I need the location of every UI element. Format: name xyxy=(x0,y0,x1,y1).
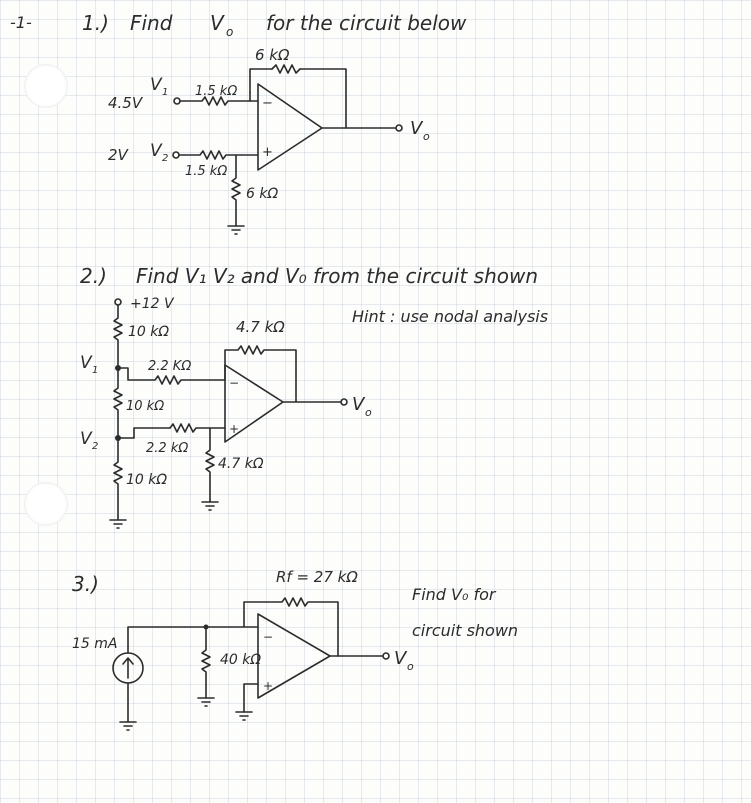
p3-output-name: V xyxy=(394,648,408,669)
p3-opamp xyxy=(257,613,331,699)
p2-rmid-resistor xyxy=(113,367,123,438)
p1-v1-source: 4.5V xyxy=(108,94,144,112)
p3-prompt-line1: Find V₀ for xyxy=(412,585,497,604)
p2-output-name: V xyxy=(352,394,366,415)
p1-opamp-minus-sign: − xyxy=(262,96,273,111)
p1-r2-resistor xyxy=(178,150,259,160)
problem-1-title-rest: for the circuit below xyxy=(266,11,467,35)
problem-3: 3.) Rf = 27 kΩ Find V₀ for circuit shown… xyxy=(72,568,518,731)
p3-source-top-wire xyxy=(127,626,259,654)
p2-v2-name: V xyxy=(80,429,93,449)
p2-rb-resistor xyxy=(169,423,226,433)
p2-rf-label: 4.7 kΩ xyxy=(236,318,285,336)
p3-output-terminal xyxy=(382,652,390,660)
p2-v2-subscript: 2 xyxy=(92,441,98,452)
p2-ground-left xyxy=(109,515,127,529)
p1-v2-source: 2V xyxy=(108,146,130,164)
p3-ground-mid xyxy=(197,697,215,707)
p1-v1-name: V xyxy=(150,75,163,95)
page-number: -1- xyxy=(10,13,32,32)
p3-opamp-minus-sign: − xyxy=(263,630,273,644)
p3-ground-left xyxy=(119,721,137,731)
p2-opamp xyxy=(224,364,284,443)
p2-supply-label: +12 V xyxy=(130,296,175,312)
p2-rg-resistor xyxy=(205,427,215,501)
p1-output-terminal xyxy=(395,124,403,132)
p2-output-terminal xyxy=(340,398,348,406)
p1-v1-terminal xyxy=(173,97,181,105)
p3-prompt-line2: circuit shown xyxy=(412,621,518,640)
p1-v1-subscript: 1 xyxy=(162,87,168,98)
p3-opamp-plus-sign: + xyxy=(263,679,273,693)
problem-2-number: 2.) xyxy=(80,264,107,288)
problem-3-number: 3.) xyxy=(72,572,99,596)
problem-1-number: 1.) xyxy=(82,11,109,35)
p1-rg-resistor xyxy=(231,154,241,227)
p3-r-label: 40 kΩ xyxy=(220,652,261,668)
p1-output-subscript: o xyxy=(423,130,430,143)
p1-inverting-node xyxy=(249,92,259,102)
p2-ra-label: 2.2 KΩ xyxy=(148,359,191,374)
p2-rb-label: 2.2 kΩ xyxy=(146,441,188,456)
p1-output-name: V xyxy=(410,118,424,139)
p3-output-subscript: o xyxy=(407,660,414,673)
p1-rf-wire-right xyxy=(299,68,347,129)
p1-v2-name: V xyxy=(150,141,163,161)
p2-supply-terminal xyxy=(114,298,122,306)
p1-rf-label: 6 kΩ xyxy=(255,46,290,64)
p3-source-label: 15 mA xyxy=(72,636,117,652)
problem-2-hint: Hint : use nodal analysis xyxy=(352,307,548,326)
p3-ground-right xyxy=(235,711,253,721)
p2-rbot-resistor xyxy=(113,437,123,517)
p1-rf-resistor xyxy=(271,64,301,74)
p1-rf-wire-left xyxy=(249,68,273,94)
p2-v1-name: V xyxy=(80,353,93,373)
p3-r-resistor xyxy=(201,626,211,699)
punch-hole-top xyxy=(24,64,68,108)
problem-1: 1.) Find V o for the circuit below 6 kΩ … xyxy=(82,11,467,235)
p2-opamp-plus-sign: + xyxy=(229,422,239,436)
p2-rf-path xyxy=(224,345,297,403)
p1-r2-label: 1.5 kΩ xyxy=(185,164,227,179)
p2-rbot-label: 10 kΩ xyxy=(126,472,167,488)
p3-rf-path xyxy=(243,597,339,657)
p1-opamp xyxy=(257,83,323,171)
punch-hole-bottom xyxy=(24,482,68,526)
problem-2: 2.) Find V₁ V₂ and V₀ from the circuit s… xyxy=(80,264,548,529)
p1-r1-label: 1.5 kΩ xyxy=(195,84,237,99)
p3-rf-label: Rf = 27 kΩ xyxy=(276,568,358,586)
p2-rb-wire xyxy=(117,427,171,439)
p2-rmid-label: 10 kΩ xyxy=(126,399,164,414)
problem-1-find-word: Find xyxy=(130,11,173,35)
problem-1-vo-symbol: V xyxy=(210,11,225,35)
p3-plus-wire xyxy=(243,683,259,713)
p2-rtop-label: 10 kΩ xyxy=(128,324,169,340)
p1-r1-resistor xyxy=(179,96,251,106)
p2-ra-resistor xyxy=(117,367,226,385)
p2-output-subscript: o xyxy=(365,406,372,419)
p1-opamp-plus-sign: + xyxy=(262,145,273,160)
problem-2-question: Find V₁ V₂ and V₀ from the circuit shown xyxy=(136,264,538,288)
p3-current-arrow xyxy=(122,657,134,679)
p2-opamp-minus-sign: − xyxy=(229,376,239,390)
p2-rg-label: 4.7 kΩ xyxy=(218,456,264,472)
p2-rtop-resistor xyxy=(113,304,123,368)
p2-v1-subscript: 1 xyxy=(92,365,98,376)
p2-ground-right xyxy=(201,499,219,511)
p1-v2-terminal xyxy=(172,151,180,159)
problem-1-vo-subscript: o xyxy=(226,25,233,39)
p1-rg-label: 6 kΩ xyxy=(246,186,278,202)
p1-v2-subscript: 2 xyxy=(162,153,168,164)
p1-ground-symbol xyxy=(227,225,245,235)
